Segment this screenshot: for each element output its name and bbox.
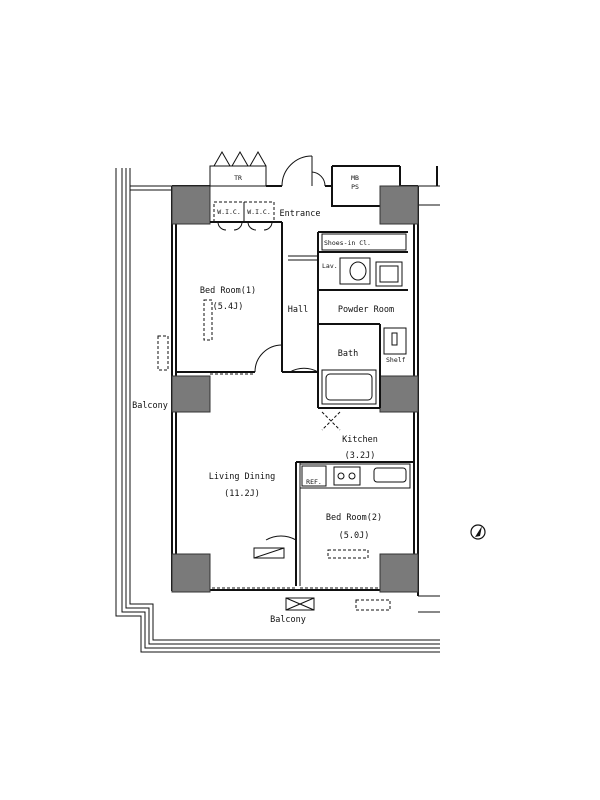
entrance-label: Entrance <box>280 209 321 219</box>
bedroom-1-area: (5.4J) <box>213 302 244 312</box>
ac-units <box>157 299 391 611</box>
bedroom-1-name: Bed Room(1) <box>200 286 256 296</box>
bath-fixtures <box>321 327 407 405</box>
mb-label: MB <box>351 174 359 182</box>
living-dining-name: Living Dining <box>209 472 276 482</box>
bedroom-2-name: Bed Room(2) <box>326 513 382 523</box>
structural-columns <box>171 185 419 593</box>
shoes-closet-label: Shoes-in Cl. <box>324 239 371 247</box>
column <box>379 553 419 593</box>
wic-doors <box>213 201 275 231</box>
column <box>171 185 211 225</box>
balcony-side-label: Balcony <box>132 401 168 411</box>
ps-label: PS <box>351 183 359 191</box>
kitchen-name: Kitchen <box>342 435 378 445</box>
living-dining-area: (11.2J) <box>224 489 260 499</box>
entrance-door <box>281 155 326 187</box>
interior-walls <box>176 221 414 586</box>
bedroom-2-area: (5.0J) <box>339 531 370 541</box>
tr-area <box>209 150 267 187</box>
column <box>379 375 419 413</box>
lavatory <box>339 257 403 287</box>
shoes-closet <box>321 233 407 251</box>
column <box>171 375 211 413</box>
column <box>171 553 211 593</box>
kitchen-area: (3.2J) <box>345 451 376 461</box>
north-compass-icon <box>470 524 486 540</box>
powder-room-label: Powder Room <box>338 305 394 315</box>
hall-label: Hall <box>288 305 308 315</box>
wic-2-label: W.I.C. <box>247 208 270 216</box>
shelf-label: Shelf <box>386 356 406 364</box>
balcony-bottom-label: Balcony <box>270 615 306 625</box>
lav-label: Lav. <box>322 262 338 270</box>
ref-label: REF. <box>306 478 322 486</box>
bath-label: Bath <box>338 349 358 359</box>
wic-1-label: W.I.C. <box>217 208 240 216</box>
column <box>379 185 419 225</box>
tr-label: TR <box>234 174 242 182</box>
interior-doors <box>210 344 380 589</box>
kitchen-counter <box>299 411 411 489</box>
balcony-railing <box>115 168 440 653</box>
